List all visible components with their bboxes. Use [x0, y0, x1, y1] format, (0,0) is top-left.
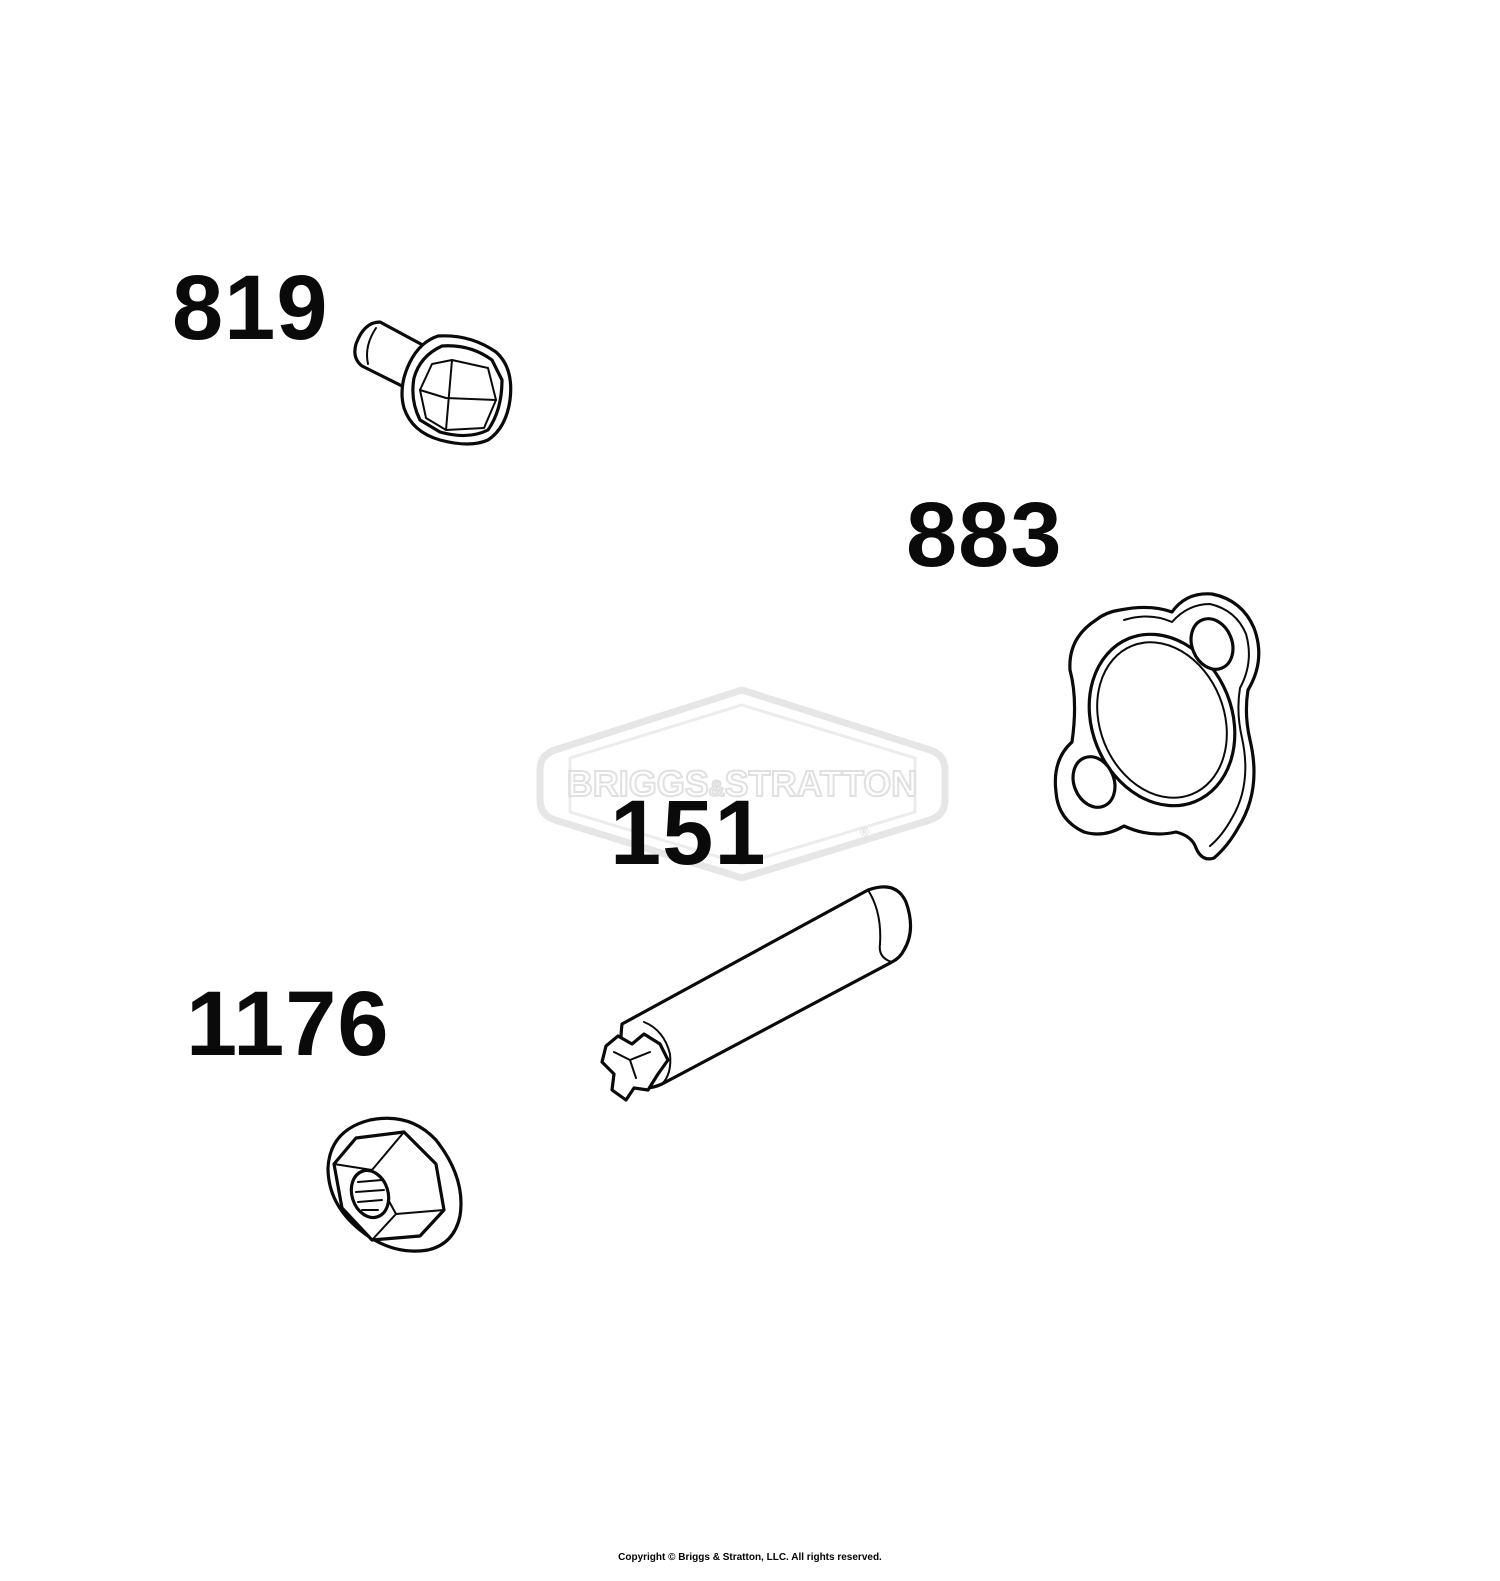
- part-label-1176: 1176: [186, 973, 390, 1075]
- flange-nut-icon: [326, 1116, 463, 1253]
- watermark-brand-text: BRIGGS&STRATTON: [567, 763, 918, 804]
- copyright-footer: Copyright © Briggs & Stratton, LLC. All …: [618, 1552, 882, 1563]
- tube-stud-icon: [600, 885, 913, 1102]
- watermark-registered-mark: ®: [860, 825, 869, 839]
- part-label-151: 151: [610, 782, 767, 884]
- watermark-logo: BRIGGS&STRATTON ®: [536, 686, 949, 882]
- flange-bolt-icon: [353, 320, 513, 446]
- part-label-883: 883: [906, 484, 1063, 586]
- gasket-icon: [1053, 592, 1261, 861]
- part-label-819: 819: [172, 257, 329, 359]
